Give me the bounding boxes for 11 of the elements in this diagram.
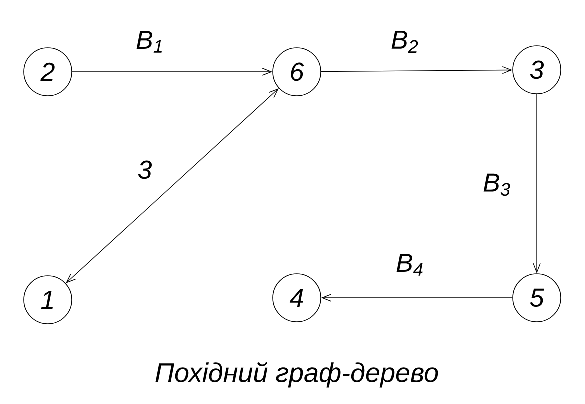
edge-label: 3 [138, 160, 152, 180]
edge-label: B$_{4}$ [396, 254, 423, 276]
arrow [66, 88, 280, 284]
edge-label: B$_{1}$ [136, 31, 162, 53]
edge-label: B$_{3}$ [484, 174, 510, 196]
arrow [72, 68, 273, 76]
arrow [533, 94, 541, 274]
edge-label: B$_{2}$ [392, 30, 418, 54]
caption: Похідний граф-дерево [156, 362, 438, 388]
arrow [321, 294, 513, 302]
arrow [321, 66, 513, 74]
